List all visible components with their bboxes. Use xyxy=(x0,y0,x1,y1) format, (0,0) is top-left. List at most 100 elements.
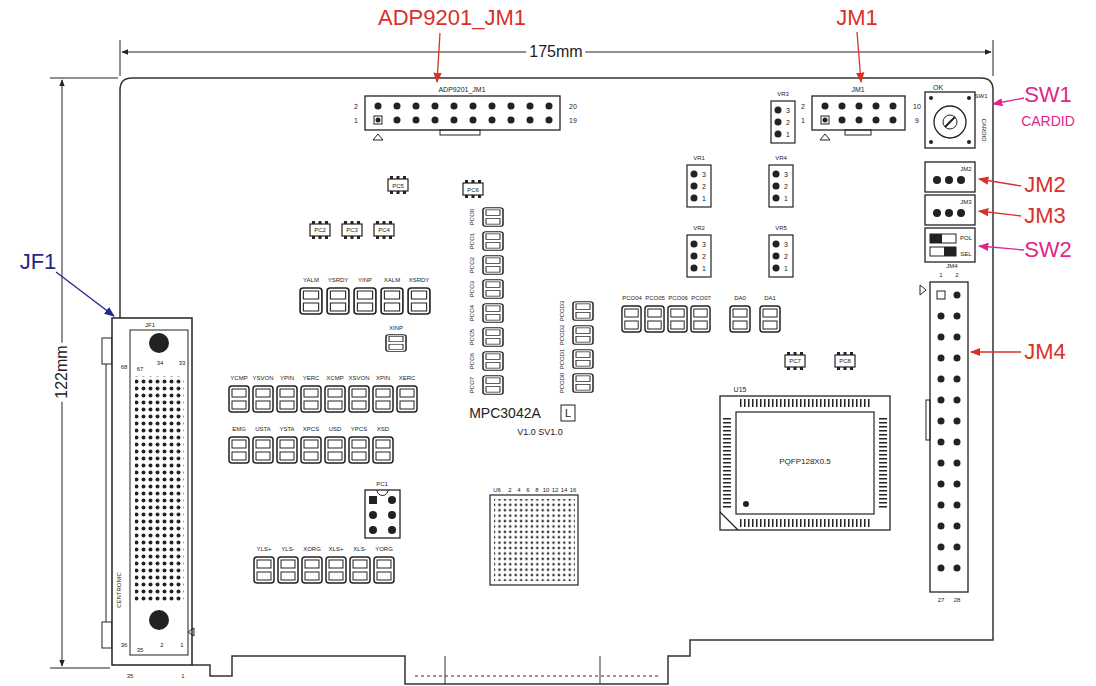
silkscreen-label: CARDID xyxy=(981,118,987,141)
dimension-label: 175mm xyxy=(526,44,585,60)
silkscreen-label: JF1 xyxy=(145,322,155,328)
silkscreen-label: 16 xyxy=(570,487,577,493)
silkscreen-label: XCMP xyxy=(326,375,343,381)
silkscreen-label: DA1 xyxy=(764,295,776,301)
header-adp9201 xyxy=(365,96,560,140)
silkscreen-label: PC2 xyxy=(314,227,326,233)
silkscreen-label: ADP9201_JM1 xyxy=(438,86,485,93)
silkscreen-label: 1 xyxy=(786,131,790,138)
silkscreen-label: 10 xyxy=(913,103,921,110)
silkscreen-label: YSTA xyxy=(279,426,294,432)
silkscreen-label: 1 xyxy=(702,195,706,202)
silkscreen-label: YSVON xyxy=(252,375,273,381)
silkscreen-label: VR1 xyxy=(693,155,705,161)
silkscreen-label: PQFP128X0.5 xyxy=(779,458,831,466)
silkscreen-label: 2 xyxy=(801,103,805,110)
silkscreen-label: VR5 xyxy=(775,225,787,231)
silkscreen-label: PCOD2 xyxy=(559,325,565,346)
edge-fingers xyxy=(415,656,660,684)
silkscreen-label: PCOD0 xyxy=(559,373,565,394)
silkscreen-label: JM2 xyxy=(960,166,971,172)
silkscreen-label: 1 xyxy=(939,272,942,278)
silkscreen-label: 67 xyxy=(137,366,144,372)
silkscreen-label: PCO0 xyxy=(469,209,475,225)
silkscreen-label: 35 xyxy=(124,673,137,679)
silkscreen-label: XLS+ xyxy=(329,546,344,552)
silkscreen-label: YERC xyxy=(303,375,320,381)
silkscreen-label: 3 xyxy=(784,171,788,178)
silkscreen-label: 2 xyxy=(786,119,790,126)
silkscreen-label: 8 xyxy=(535,487,538,493)
silkscreen-label: PCO05 xyxy=(645,295,665,301)
silkscreen-label: 20 xyxy=(569,103,577,110)
silkscreen-label: XPCS xyxy=(303,426,319,432)
silkscreen-label: VR2 xyxy=(693,225,705,231)
dimension-lines xyxy=(50,40,993,668)
silkscreen-label: 19 xyxy=(569,117,577,124)
silkscreen-label: 2 xyxy=(508,487,511,493)
silkscreen-label: 2 xyxy=(955,272,958,278)
silkscreen-label: 1 xyxy=(801,117,805,124)
silkscreen-label: 1 xyxy=(784,265,788,272)
trimmer-resistors xyxy=(687,101,795,277)
silkscreen-label: JM3 xyxy=(960,199,971,205)
chip-packages xyxy=(310,176,855,370)
silkscreen-label: YLS- xyxy=(281,546,294,552)
silkscreen-label: YCMP xyxy=(230,375,247,381)
silkscreen-label: USD xyxy=(329,426,342,432)
silkscreen-label: PCO06 xyxy=(668,295,688,301)
silkscreen-label: 2 xyxy=(784,253,788,260)
silkscreen-label: 1 xyxy=(178,673,187,679)
silkscreen-label: YALM xyxy=(303,277,319,283)
silkscreen-label: 6 xyxy=(526,487,529,493)
silkscreen-label: USTA xyxy=(255,426,271,432)
callout-label: JM4 xyxy=(1024,341,1066,363)
silkscreen-label: 36 xyxy=(121,642,128,648)
silkscreen-label: PCO2 xyxy=(469,257,475,273)
silkscreen-label: 35 xyxy=(137,647,144,653)
callout-label: SW1 xyxy=(1024,84,1072,106)
smd-parts xyxy=(229,208,780,583)
silkscreen-label: XINP xyxy=(389,325,403,331)
silkscreen-label: 34 xyxy=(157,360,164,366)
silkscreen-label: XALM xyxy=(384,277,400,283)
jumpers xyxy=(925,162,975,262)
silkscreen-label: DA0 xyxy=(734,295,746,301)
silkscreen-label: VR4 xyxy=(775,155,787,161)
silkscreen-label: 2 xyxy=(784,183,788,190)
silkscreen-label: JM4 xyxy=(946,263,957,269)
silkscreen-label: PCO4 xyxy=(469,305,475,321)
silkscreen-label: CENTRONIC xyxy=(116,569,122,611)
silkscreen-label: PC7 xyxy=(789,358,801,364)
silkscreen-label: YINP xyxy=(358,277,372,283)
callout-label: CARDID xyxy=(1021,114,1075,128)
silkscreen-label: SEL xyxy=(960,251,971,257)
silkscreen-label: 2 xyxy=(702,183,706,190)
callout-label: JF1 xyxy=(20,251,57,273)
version-box xyxy=(561,405,575,421)
silkscreen-label: 33 xyxy=(179,360,186,366)
silkscreen-label: VR3 xyxy=(777,91,789,97)
silkscreen-label: 28 xyxy=(954,597,961,603)
silkscreen-label: OK xyxy=(933,84,943,91)
silkscreen-label: 1 xyxy=(702,265,706,272)
silkscreen-label: 1 xyxy=(784,195,788,202)
silkscreen-label: PCO04 xyxy=(622,295,642,301)
silkscreen-label: PC1 xyxy=(376,481,388,487)
callout-label: ADP9201_JM1 xyxy=(378,7,526,29)
silkscreen-label: 68 xyxy=(121,364,128,370)
silkscreen-label: PCO5 xyxy=(469,329,475,345)
callout-label: JM2 xyxy=(1024,174,1066,196)
silkscreen-label: U6 xyxy=(493,487,501,493)
silkscreen-label: SW1 xyxy=(974,93,987,99)
silkscreen-label: PC4 xyxy=(378,227,390,233)
silkscreen-label: YPIN xyxy=(280,375,294,381)
silkscreen-label: 10 xyxy=(543,487,550,493)
bga-package xyxy=(490,495,578,585)
silkscreen-label: PCOD3 xyxy=(559,301,565,322)
board-outline xyxy=(120,78,993,684)
silkscreen-label: U15 xyxy=(734,386,747,393)
silkscreen-label: 3 xyxy=(702,171,706,178)
callout-leaders xyxy=(56,32,1024,352)
